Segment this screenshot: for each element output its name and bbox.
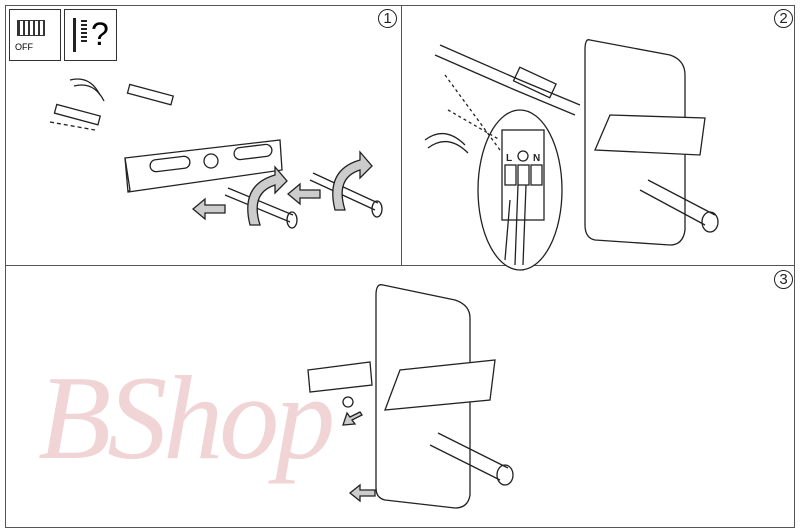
- lamp-body-step-3: [307, 284, 514, 509]
- off-label: OFF: [15, 42, 33, 52]
- neutral-label: N: [533, 153, 540, 164]
- lamp-body-step-2: [584, 39, 719, 246]
- panel-step-3: [5, 265, 795, 528]
- direction-arrows: [191, 150, 373, 226]
- screw-anchor-icon: ?: [64, 9, 117, 61]
- cable-and-connector: [424, 44, 581, 154]
- question-mark: ?: [91, 16, 109, 52]
- watermark: BShop: [38, 351, 335, 484]
- terminal-detail: [444, 74, 563, 271]
- breaker-shape: [17, 20, 45, 36]
- step-number-3: 3: [774, 270, 793, 289]
- wall-plugs: [49, 78, 175, 131]
- step-number-2: 2: [774, 9, 793, 28]
- mounting-bracket: [124, 139, 283, 193]
- step-number-1: 1: [378, 9, 397, 28]
- live-label: L: [506, 153, 512, 164]
- power-off-icon: OFF: [9, 9, 61, 61]
